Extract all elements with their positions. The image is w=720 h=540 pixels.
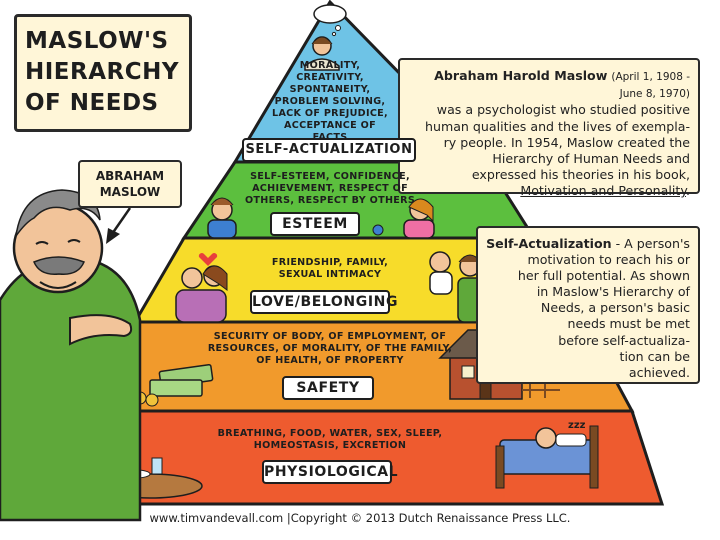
name-line-1: ABRAHAM: [95, 169, 165, 183]
esteem-label: ESTEEM: [270, 212, 360, 236]
esteem-figures: [207, 197, 435, 239]
name-line-2: MASLOW: [99, 185, 161, 199]
sa-line: before self-actualiza-: [558, 332, 690, 348]
need-line: MORALITY,: [299, 60, 361, 71]
need-line: FRIENDSHIP, FAMILY,: [271, 257, 389, 268]
need-line: ACCEPTANCE OF FACTS: [284, 120, 376, 143]
sleep-text: zzz: [568, 420, 586, 431]
sa-line-first: Self-Actualization - A person's: [486, 236, 690, 252]
bio-line: ry people. In 1954, Maslow created the: [443, 134, 690, 150]
need-line: SECURITY OF BODY, OF EMPLOYMENT, OF: [213, 331, 447, 342]
sa-line: tion can be: [619, 348, 691, 364]
safety-label: SAFETY: [282, 376, 374, 400]
bio-line: expressed his theories in his book,: [471, 167, 690, 183]
bed: [495, 425, 599, 489]
esteem-needs: SELF-ESTEEM, CONFIDENCE, ACHIEVEMENT, RE…: [240, 171, 420, 207]
sa-term: Self-Actualization: [486, 236, 612, 251]
copyright-footer: www.timvandevall.com |Copyright © 2013 D…: [149, 511, 571, 525]
bio-line: was a psychologist who studied positive: [436, 102, 690, 118]
money-stack: [133, 363, 214, 407]
sa-line: motivation to reach his or: [527, 252, 690, 268]
bio-book-title: Motivation and Personality: [520, 183, 686, 199]
bio-box: Abraham Harold Maslow (April 1, 1908 - J…: [398, 58, 700, 198]
arrow-icon: [106, 207, 132, 244]
sa-line: Needs, a person's basic: [540, 300, 690, 316]
need-line: OTHERS, RESPECT BY OTHERS: [244, 195, 416, 206]
physiological-label: PHYSIOLOGICAL: [262, 460, 398, 484]
love-belonging-needs: FRIENDSHIP, FAMILY, SEXUAL INTIMACY: [255, 257, 405, 281]
bio-line: human qualities and the lives of exempla…: [424, 118, 690, 134]
need-line: BREATHING, FOOD, WATER, SEX, SLEEP,: [217, 428, 443, 439]
sa-line: achieved.: [628, 364, 690, 380]
sa-line: in Maslow's Hierarchy of: [536, 284, 690, 300]
title-line-1: MASLOW'S: [25, 28, 169, 54]
bio-line: Hierarchy of Human Needs and: [492, 151, 690, 167]
title-line-3: OF NEEDS: [25, 90, 159, 116]
need-line: PROBLEM SOLVING,: [274, 96, 386, 107]
need-line: RESOURCES, OF MORALITY, OF THE FAMILY,: [207, 343, 453, 354]
safety-needs: SECURITY OF BODY, OF EMPLOYMENT, OF RESO…: [205, 331, 455, 367]
sa-line: - A person's: [611, 236, 690, 251]
thought-bubble: [313, 4, 347, 37]
bio-header: Abraham Harold Maslow (April 1, 1908 - J…: [410, 68, 690, 102]
need-line: LACK OF PREJUDICE,: [272, 108, 388, 119]
bio-dates: (April 1, 1908 - June 8, 1970): [611, 71, 690, 101]
maslow-figure: [0, 189, 142, 522]
need-line: OF HEALTH, OF PROPERTY: [256, 355, 404, 366]
sa-line: her full potential. As shown: [517, 268, 690, 284]
title-line-2: HIERARCHY: [25, 59, 180, 85]
need-line: CREATIVITY,: [296, 72, 364, 83]
need-line: ACHIEVEMENT, RESPECT OF: [252, 183, 408, 194]
title-box: MASLOW'S HIERARCHY OF NEEDS: [14, 14, 192, 132]
self-actualization-label: SELF-ACTUALIZATION: [242, 138, 416, 162]
need-line: HOMEOSTASIS, EXCRETION: [253, 440, 407, 451]
bio-name: Abraham Harold Maslow: [434, 68, 608, 83]
self-actualization-needs: MORALITY, CREATIVITY, SPONTANEITY, PROBL…: [270, 60, 390, 144]
need-line: SELF-ESTEEM, CONFIDENCE,: [250, 171, 410, 182]
need-line: SEXUAL INTIMACY: [278, 269, 382, 280]
maslow-name-label: ABRAHAM MASLOW: [78, 160, 182, 208]
love-belonging-label: LOVE/BELONGING: [250, 290, 397, 314]
thinker-figure: [304, 36, 340, 71]
physiological-needs: BREATHING, FOOD, WATER, SEX, SLEEP, HOME…: [210, 428, 450, 452]
self-actualization-definition-box: Self-Actualization - A person's motivati…: [476, 226, 700, 384]
bio-book-line: Motivation and Personality.: [520, 183, 690, 199]
need-line: SPONTANEITY,: [289, 84, 371, 95]
sa-line: needs must be met: [567, 316, 691, 332]
